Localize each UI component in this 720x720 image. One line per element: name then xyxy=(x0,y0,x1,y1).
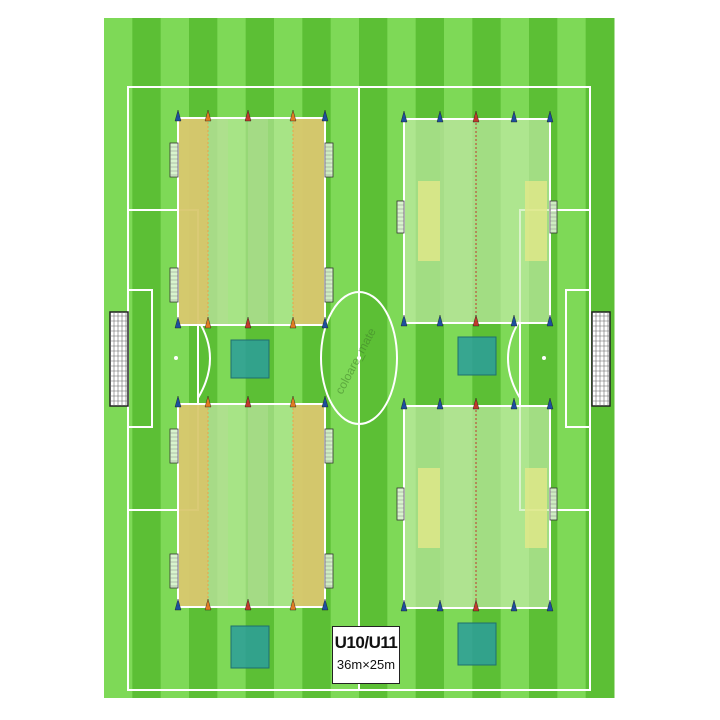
right-penalty-spot xyxy=(542,356,546,360)
cone-icon xyxy=(546,110,554,123)
cone-icon xyxy=(436,314,444,327)
grass-stripe xyxy=(557,18,587,698)
cone-icon xyxy=(289,109,297,122)
grid-dimensions: 36m×25m xyxy=(336,657,396,672)
cone-icon xyxy=(174,316,182,329)
end-zone xyxy=(293,118,325,325)
left-grid xyxy=(169,395,334,611)
cone-icon xyxy=(289,395,297,408)
cone-icon xyxy=(321,598,329,611)
cone-icon xyxy=(244,316,252,329)
target-zone xyxy=(525,468,547,548)
square-marker-icon xyxy=(457,336,497,376)
cone-icon xyxy=(244,395,252,408)
channel xyxy=(208,404,228,607)
cone-icon xyxy=(510,397,518,410)
target-zone xyxy=(418,181,440,261)
grass-stripe xyxy=(359,18,388,698)
age-group-title: U10/U11 xyxy=(334,633,398,652)
cone-icon xyxy=(472,110,480,123)
channel xyxy=(208,118,228,325)
cone-icon xyxy=(204,316,212,329)
cone-icon xyxy=(204,395,212,408)
small-sided-grids xyxy=(169,109,558,612)
cone-icon xyxy=(400,397,408,410)
mini-goal-icon xyxy=(324,428,334,464)
right-goal-icon xyxy=(591,311,611,407)
age-group-label: U10/U11 36m×25m xyxy=(332,626,400,684)
mini-goal-icon xyxy=(169,553,179,589)
mini-goal-icon xyxy=(169,142,179,178)
center-circle xyxy=(320,291,398,425)
cone-icon xyxy=(289,316,297,329)
cone-icon xyxy=(472,314,480,327)
end-zone xyxy=(178,118,208,325)
mini-goal-icon xyxy=(324,553,334,589)
right-grid xyxy=(396,397,558,612)
left-penalty-spot xyxy=(174,356,178,360)
cone-icon xyxy=(204,109,212,122)
grass-stripe xyxy=(132,18,162,698)
cone-icon xyxy=(400,314,408,327)
right-penalty-arc xyxy=(507,319,521,399)
cone-icon xyxy=(174,109,182,122)
channel xyxy=(248,118,268,325)
mini-goal-icon xyxy=(324,142,334,178)
cone-icon xyxy=(546,397,554,410)
channel xyxy=(248,404,268,607)
end-zone xyxy=(178,404,208,607)
cone-icon xyxy=(204,598,212,611)
cone-icon xyxy=(436,599,444,612)
mini-goal-icon xyxy=(549,487,558,521)
cone-icon xyxy=(546,599,554,612)
cone-icon xyxy=(174,598,182,611)
mini-goal-icon xyxy=(169,428,179,464)
cone-icon xyxy=(436,110,444,123)
cone-icon xyxy=(472,397,480,410)
left-grid xyxy=(169,109,334,329)
cone-icon xyxy=(289,598,297,611)
left-penalty-arc xyxy=(197,319,211,399)
square-marker-icon xyxy=(230,339,270,379)
square-marker-icon xyxy=(230,625,270,669)
grid-boundary xyxy=(177,117,326,326)
mini-goal-icon xyxy=(324,267,334,303)
cone-icon xyxy=(400,110,408,123)
grass-stripe xyxy=(330,18,360,698)
mini-goal-icon xyxy=(396,487,405,521)
right-goal-area xyxy=(565,289,591,428)
square-marker-icon xyxy=(457,622,497,666)
mini-goal-icon xyxy=(396,200,405,234)
mini-goal-icon xyxy=(549,200,558,234)
channel xyxy=(440,119,476,323)
cone-icon xyxy=(436,397,444,410)
cone-icon xyxy=(510,599,518,612)
cone-icon xyxy=(546,314,554,327)
cone-icon xyxy=(510,314,518,327)
cone-icon xyxy=(510,110,518,123)
cone-icon xyxy=(321,109,329,122)
cone-icon xyxy=(472,599,480,612)
grid-boundary xyxy=(177,403,326,608)
cone-icon xyxy=(321,316,329,329)
cone-icon xyxy=(400,599,408,612)
channel xyxy=(440,406,476,608)
cone-icon xyxy=(244,598,252,611)
mini-goal-icon xyxy=(169,267,179,303)
right-grid xyxy=(396,110,558,327)
center-spot xyxy=(357,356,361,360)
target-zone xyxy=(525,181,547,261)
target-zone xyxy=(418,468,440,548)
cone-icon xyxy=(244,109,252,122)
cone-icon xyxy=(321,395,329,408)
end-zone xyxy=(293,404,325,607)
cone-icon xyxy=(174,395,182,408)
left-goal-icon xyxy=(109,311,129,407)
